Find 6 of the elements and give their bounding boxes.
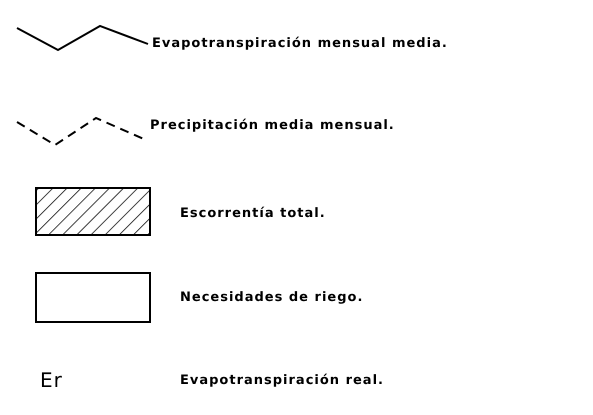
legend-text: Evapotranspiración real. <box>180 373 384 388</box>
legend-text: Escorrentía total. <box>180 206 326 221</box>
legend-text: Evapotranspiración mensual media. <box>152 36 448 51</box>
legend-text: Necesidades de riego. <box>180 290 364 305</box>
legend-text: Precipitación media mensual. <box>150 118 395 133</box>
symbol-label: Er <box>40 368 63 392</box>
